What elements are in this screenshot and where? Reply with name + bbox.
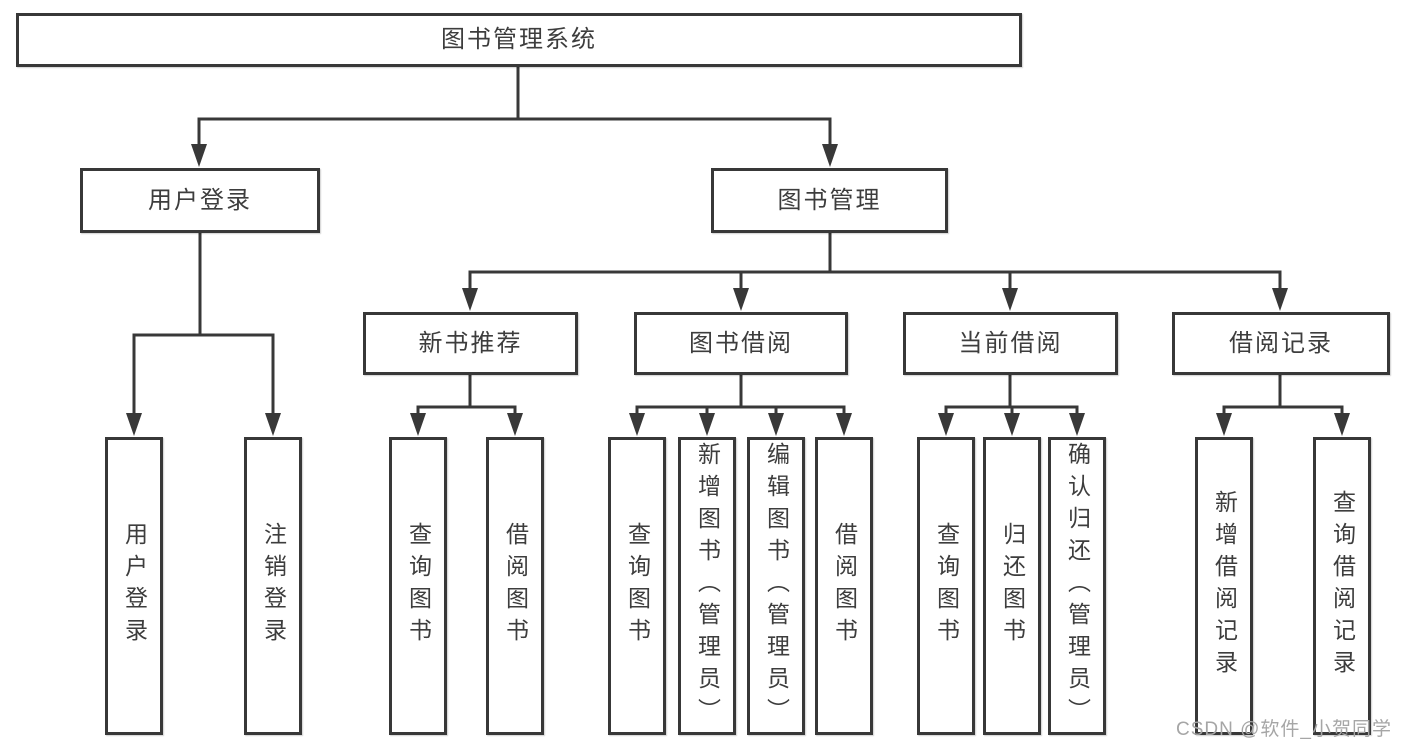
node-new-book-recommend: 新书推荐 xyxy=(363,312,578,375)
connector-new-book-children xyxy=(410,373,523,436)
leaf-add-borrow-record: 新增借阅记录 xyxy=(1195,437,1253,735)
node-current-borrow: 当前借阅 xyxy=(903,312,1118,375)
node-label: 当前借阅 xyxy=(958,329,1063,357)
node-label: 新增借阅记录 xyxy=(1211,490,1238,682)
connector-current-borrow-children xyxy=(938,373,1085,436)
leaf-borrow-books-recommend: 借阅图书 xyxy=(486,437,544,735)
node-label: 归还图书 xyxy=(999,522,1026,650)
leaf-query-borrow-record: 查询借阅记录 xyxy=(1313,437,1371,735)
leaf-edit-book-admin: 编辑图书（管理员） xyxy=(747,437,805,735)
node-label: 借阅记录 xyxy=(1229,329,1333,357)
leaf-query-books-borrow: 查询图书 xyxy=(608,437,666,735)
watermark: CSDN @软件_小贺同学 xyxy=(1176,719,1392,740)
node-label: 用户登录 xyxy=(148,186,252,214)
connector-book-management-children xyxy=(462,231,1288,311)
leaf-logout: 注销登录 xyxy=(244,437,302,735)
node-label: 查询借阅记录 xyxy=(1329,490,1356,682)
leaf-confirm-return-admin: 确认归还（管理员） xyxy=(1048,437,1106,735)
leaf-return-books: 归还图书 xyxy=(983,437,1041,735)
connector-root-to-level2 xyxy=(191,65,838,167)
node-book-borrow: 图书借阅 xyxy=(634,312,848,375)
connector-user-login-children xyxy=(126,231,281,436)
node-label: 查询图书 xyxy=(624,522,651,650)
leaf-borrow-books: 借阅图书 xyxy=(815,437,873,735)
leaf-query-books-recommend: 查询图书 xyxy=(389,437,447,735)
leaf-query-books-current: 查询图书 xyxy=(917,437,975,735)
connector-borrow-records-children xyxy=(1216,373,1350,436)
node-label: 图书管理系统 xyxy=(441,26,597,53)
node-book-management: 图书管理 xyxy=(711,168,948,233)
node-borrow-records: 借阅记录 xyxy=(1172,312,1390,375)
node-label: 编辑图书（管理员） xyxy=(763,442,790,730)
node-library-management-system: 图书管理系统 xyxy=(16,13,1022,67)
node-label: 新增图书（管理员） xyxy=(694,442,721,730)
leaf-user-login: 用户登录 xyxy=(105,437,163,735)
connector-book-borrow-children xyxy=(629,373,852,436)
node-label: 用户登录 xyxy=(121,522,148,650)
node-label: 查询图书 xyxy=(933,522,960,650)
node-label: 图书借阅 xyxy=(689,329,793,357)
node-label: 借阅图书 xyxy=(831,522,858,650)
node-label: 图书管理 xyxy=(777,186,882,214)
node-label: 借阅图书 xyxy=(502,522,529,650)
node-user-login: 用户登录 xyxy=(80,168,320,233)
node-label: 查询图书 xyxy=(405,522,432,650)
node-label: 注销登录 xyxy=(260,522,287,650)
node-label: 确认归还（管理员） xyxy=(1064,442,1091,730)
node-label: 新书推荐 xyxy=(418,329,523,357)
leaf-add-book-admin: 新增图书（管理员） xyxy=(678,437,736,735)
